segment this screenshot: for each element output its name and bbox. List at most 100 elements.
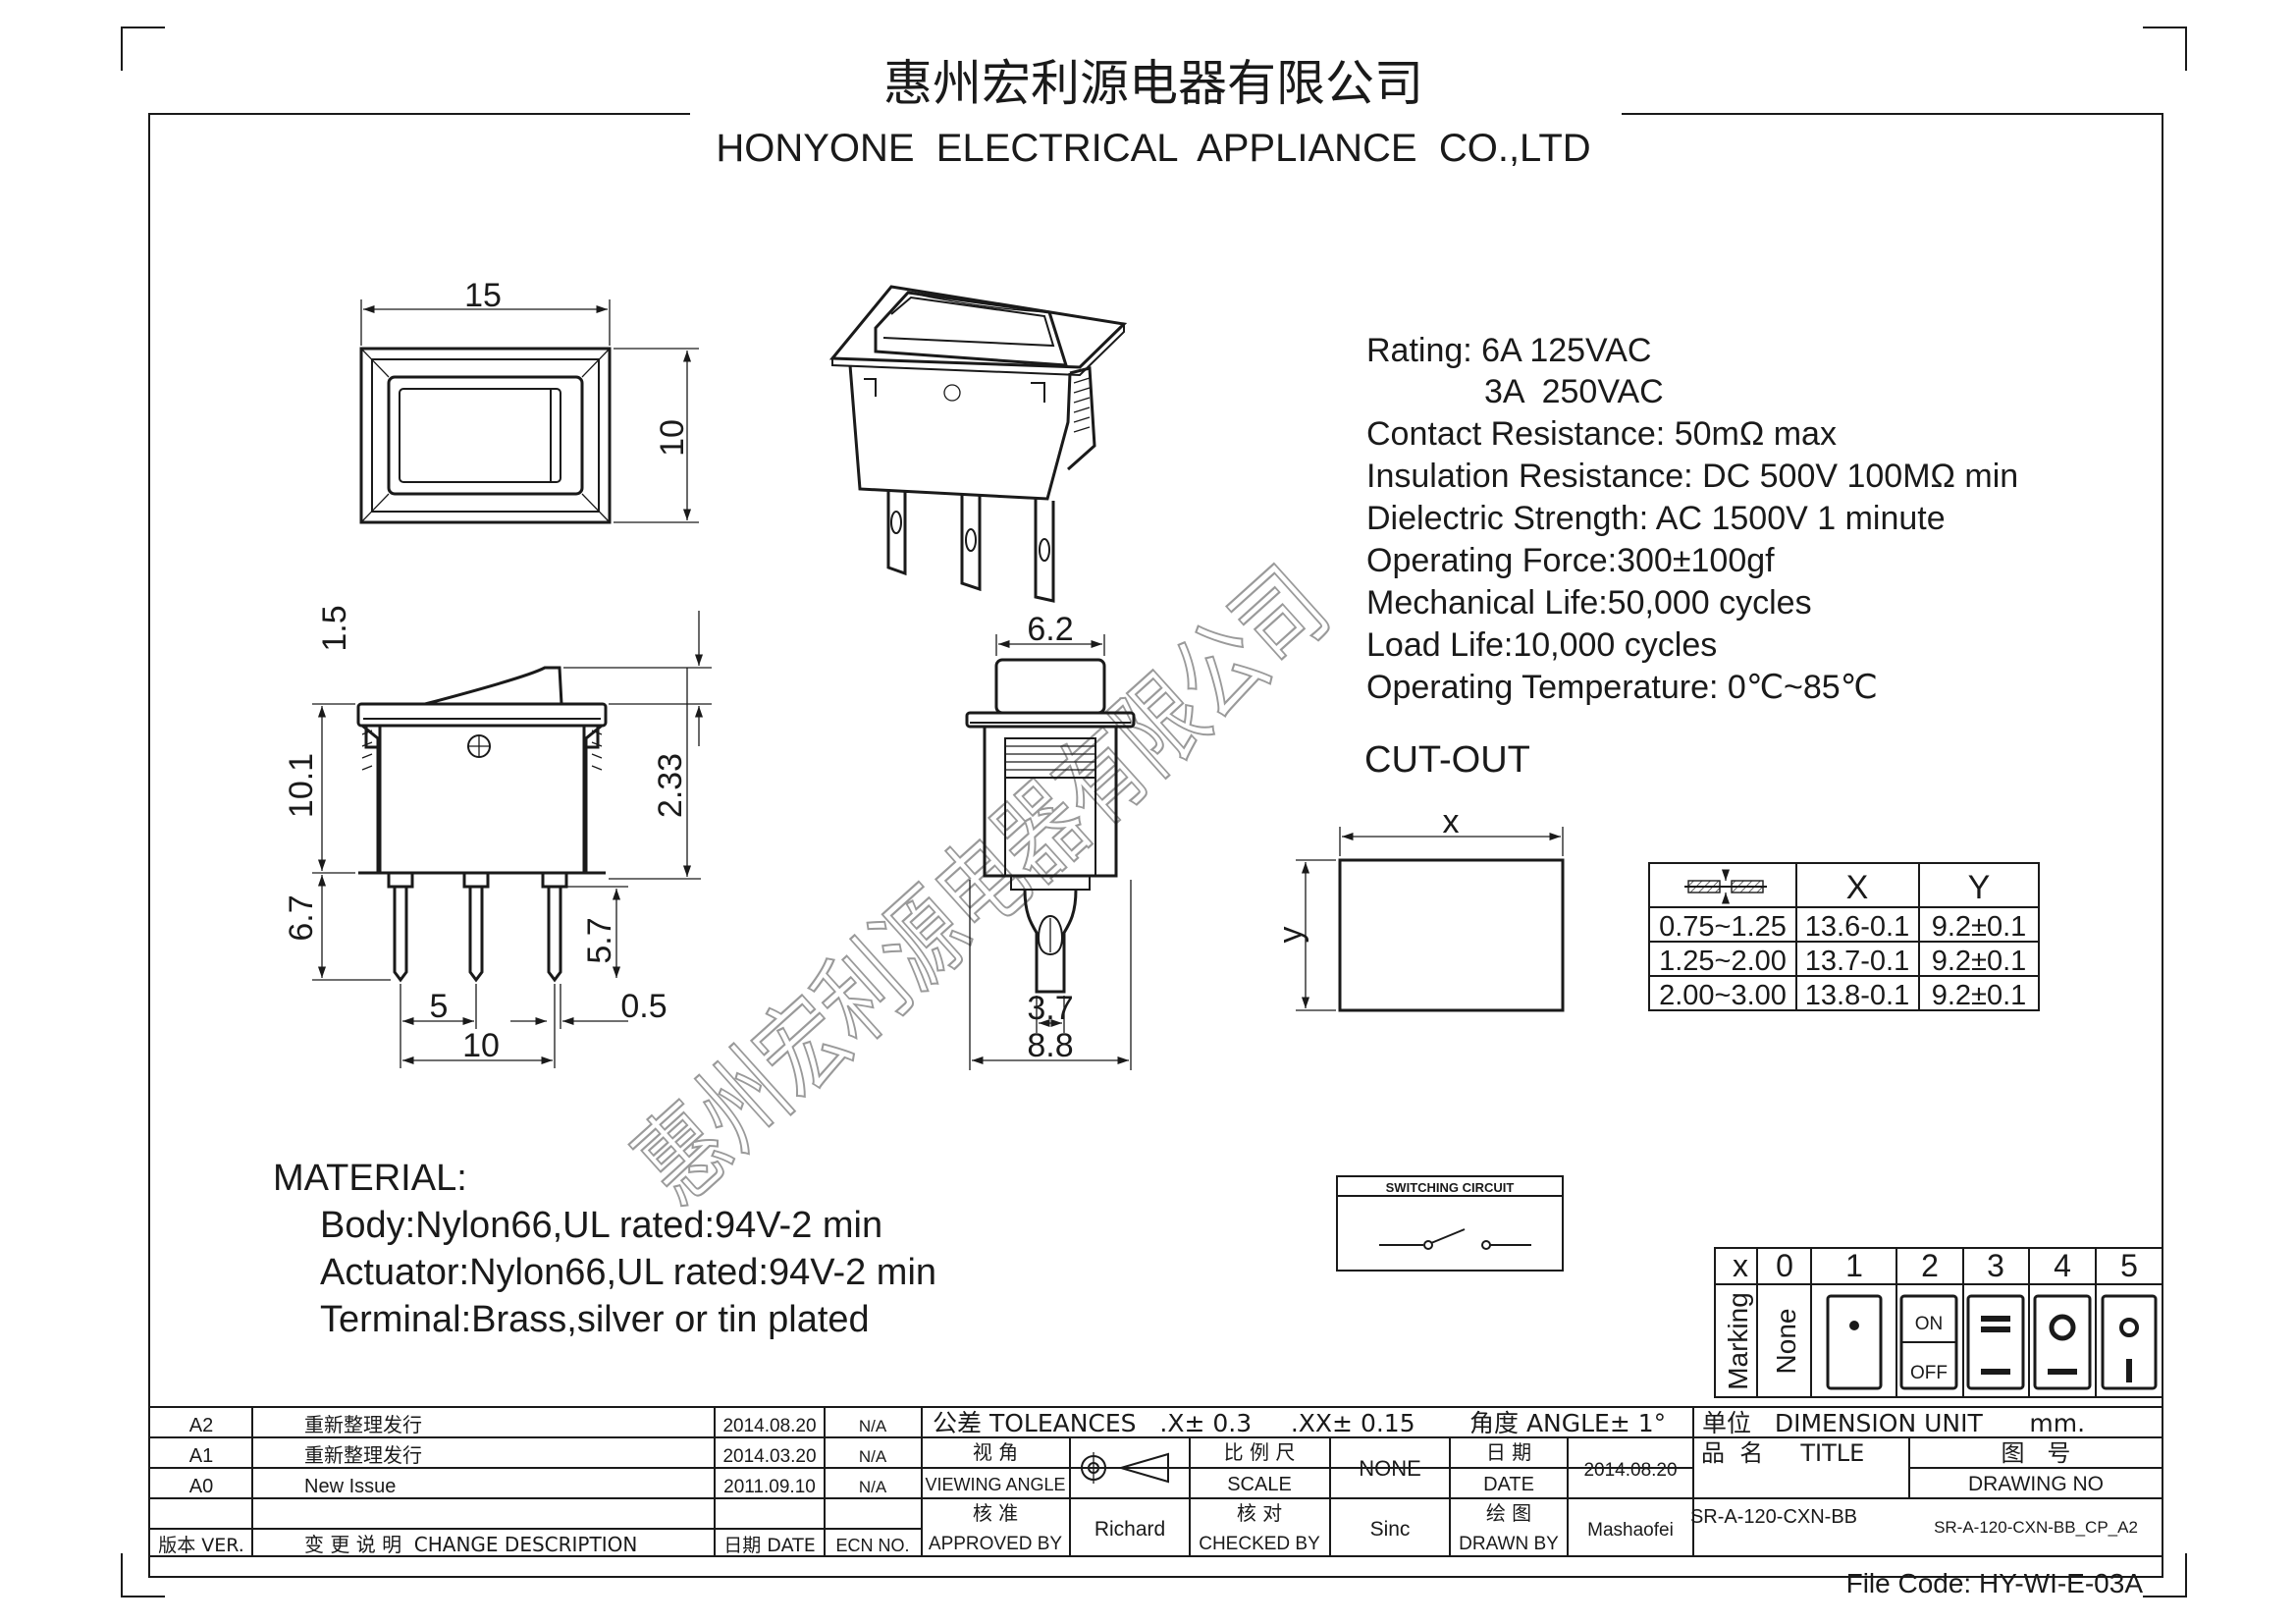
dim-end-width: 8.8 xyxy=(1027,1027,1073,1064)
title-label: 品 名 TITLE xyxy=(1701,1439,1864,1467)
drawn-by-en: DRAWN BY xyxy=(1459,1534,1559,1554)
spec-mechanical-life: Mechanical Life:50,000 cycles xyxy=(1366,584,1812,622)
rev-a1-ver: A1 xyxy=(189,1445,213,1467)
end-view: 6.2 3.7 8.8 xyxy=(965,611,1136,1070)
marking-col-1: 1 xyxy=(1845,1248,1863,1283)
dim-side-total: 2.33 xyxy=(652,753,689,818)
rev-a2-ver: A2 xyxy=(189,1415,213,1436)
date-en: DATE xyxy=(1483,1474,1534,1495)
cutout-x-label: x xyxy=(1443,803,1460,840)
dim-side-span: 10 xyxy=(462,1027,500,1064)
viewing-angle-cn: 视 角 xyxy=(973,1440,1018,1464)
marking-equals-dash-icon xyxy=(1966,1294,2025,1390)
spec-operating-temperature: Operating Temperature: 0℃~85℃ xyxy=(1366,669,1878,706)
spec-insulation-resistance: Insulation Resistance: DC 500V 100MΩ min xyxy=(1366,458,2018,495)
drawing-no-value: SR-A-120-CXN-BB_CP_A2 xyxy=(1934,1518,2138,1537)
switching-circuit: SWITCHING CIRCUIT xyxy=(1336,1175,1564,1272)
approved-by-en: APPROVED BY xyxy=(929,1534,1063,1554)
drawing-no-cn: 图 号 xyxy=(2002,1439,2071,1467)
drawn-by-value: Mashaofei xyxy=(1587,1520,1674,1541)
rev-header-ecn: ECN NO. xyxy=(835,1536,909,1555)
spec-rating-2: 3A 250VAC xyxy=(1484,373,1664,410)
projection-symbol-icon xyxy=(1078,1452,1172,1484)
spec-operating-force: Operating Force:300±100gf xyxy=(1366,542,1775,579)
cutout-row-2-range: 1.25~2.00 xyxy=(1659,946,1787,977)
title-value: SR-A-120-CXN-BB xyxy=(1690,1506,1857,1528)
marking-on-off-icon: ON OFF xyxy=(1899,1294,1958,1390)
dim-side-pin-thk: 0.5 xyxy=(620,988,667,1025)
scale-en: SCALE xyxy=(1227,1474,1292,1495)
approved-by-cn: 核 准 xyxy=(973,1501,1018,1525)
isometric-view xyxy=(828,285,1128,603)
side-view: 1.5 10.1 2.33 6.7 5.7 5 0.5 10 xyxy=(283,605,712,1068)
marking-col-2: 2 xyxy=(1921,1248,1939,1283)
approved-by-value: Richard xyxy=(1095,1518,1165,1541)
material-actuator: Actuator:Nylon66,UL rated:94V-2 min xyxy=(320,1252,936,1293)
dim-side-pin: 6.7 xyxy=(283,894,320,941)
dim-side-pitch: 5 xyxy=(430,988,449,1025)
material-terminal: Terminal:Brass,silver or tin plated xyxy=(320,1299,870,1340)
rev-a1-ecn: N/A xyxy=(859,1447,887,1466)
spec-load-life: Load Life:10,000 cycles xyxy=(1366,626,1717,664)
top-view: 15 10 xyxy=(359,277,699,524)
drawn-by-cn: 绘 图 xyxy=(1486,1501,1531,1525)
tolerances: 公差 TOLEANCES .X± 0.3 .XX± 0.15 xyxy=(933,1409,1415,1437)
rev-a0-desc: New Issue xyxy=(304,1476,396,1497)
dim-side-body: 10.1 xyxy=(283,753,320,818)
cutout-heading: CUT-OUT xyxy=(1364,739,1530,781)
marking-none-label: None xyxy=(1771,1309,1801,1375)
material-body: Body:Nylon66,UL rated:94V-2 min xyxy=(320,1205,882,1246)
checked-by-value: Sinc xyxy=(1370,1518,1411,1541)
cutout-row-1-x: 13.6-0.1 xyxy=(1805,911,1909,943)
cutout-rectangle xyxy=(1338,858,1565,1012)
rev-a1-date: 2014.03.20 xyxy=(722,1446,816,1467)
spec-contact-resistance: Contact Resistance: 50mΩ max xyxy=(1366,415,1837,453)
marking-on-label: ON xyxy=(1915,1314,1944,1334)
checked-by-cn: 核 对 xyxy=(1237,1501,1282,1525)
viewing-angle-en: VIEWING ANGLE xyxy=(925,1475,1065,1494)
title-block: A2 重新整理发行 2014.08.20 N/A A1 重新整理发行 2014.… xyxy=(149,1406,2163,1557)
spec-rating: Rating: 6A 125VAC xyxy=(1366,332,1651,369)
material-heading: MATERIAL: xyxy=(273,1158,467,1199)
marking-col-5: 5 xyxy=(2120,1248,2138,1283)
marking-off-label: OFF xyxy=(1910,1363,1948,1383)
switching-circuit-label: SWITCHING CIRCUIT xyxy=(1386,1180,1515,1195)
cutout-row-1-y: 9.2±0.1 xyxy=(1932,911,2027,943)
marking-dot-icon xyxy=(1826,1294,1883,1390)
cutout-table: X Y 0.75~1.25 13.6-0.1 9.2±0.1 1.25~2.00… xyxy=(1648,862,2040,1011)
dim-top-width: 15 xyxy=(464,277,502,314)
drawing-no-en: DRAWING NO xyxy=(1968,1473,2104,1495)
cutout-row-3-range: 2.00~3.00 xyxy=(1659,980,1787,1011)
rev-header-date: 日期 DATE xyxy=(723,1535,815,1556)
watermark: 惠州宏利源电器有限公司 xyxy=(613,545,1352,1227)
specifications: Rating: 6A 125VAC 3A 250VAC Contact Resi… xyxy=(1366,332,2018,706)
rev-a2-ecn: N/A xyxy=(859,1417,887,1435)
switch-symbol-icon xyxy=(1379,1228,1531,1250)
rev-a2-desc: 重新整理发行 xyxy=(304,1413,422,1436)
rev-a0-date: 2011.09.10 xyxy=(723,1477,816,1497)
dimension-unit: 单位 DIMENSION UNIT mm. xyxy=(1702,1409,2085,1437)
scale-value: NONE xyxy=(1359,1456,1421,1481)
rev-header-ver: 版本 VER. xyxy=(158,1535,244,1556)
file-code: File Code: HY-WI-E-03A xyxy=(1846,1568,2144,1598)
watermark-text: 惠州宏利源电器有限公司 xyxy=(614,546,1350,1226)
dim-end-top: 6.2 xyxy=(1027,611,1073,648)
marking-header-x: x xyxy=(1733,1248,1748,1283)
cutout-col-y: Y xyxy=(1968,869,1991,906)
dim-end-pin: 3.7 xyxy=(1027,990,1073,1027)
cutout-row-2-y: 9.2±0.1 xyxy=(1932,946,2027,977)
cutout-row-3-y: 9.2±0.1 xyxy=(1932,980,2027,1011)
rev-a1-desc: 重新整理发行 xyxy=(304,1443,422,1467)
dim-side-pin-inner: 5.7 xyxy=(581,917,618,963)
panel-thickness-icon xyxy=(1684,869,1767,904)
rev-header-desc: 变 更 说 明 CHANGE DESCRIPTION xyxy=(304,1533,637,1556)
marking-circle-dash-icon xyxy=(2033,1294,2092,1390)
date-cn: 日 期 xyxy=(1486,1440,1531,1464)
angle-tolerance: 角度 ANGLE± 1° xyxy=(1469,1409,1666,1437)
checked-by-en: CHECKED BY xyxy=(1199,1534,1320,1554)
marking-table: x 0 1 2 3 4 5 Marking None ON OFF xyxy=(1714,1247,2163,1398)
company-name-en: HONYONE ELECTRICAL APPLIANCE CO.,LTD xyxy=(716,127,1590,170)
marking-col-0: 0 xyxy=(1776,1248,1793,1283)
date-value: 2014.08.20 xyxy=(1583,1460,1677,1481)
